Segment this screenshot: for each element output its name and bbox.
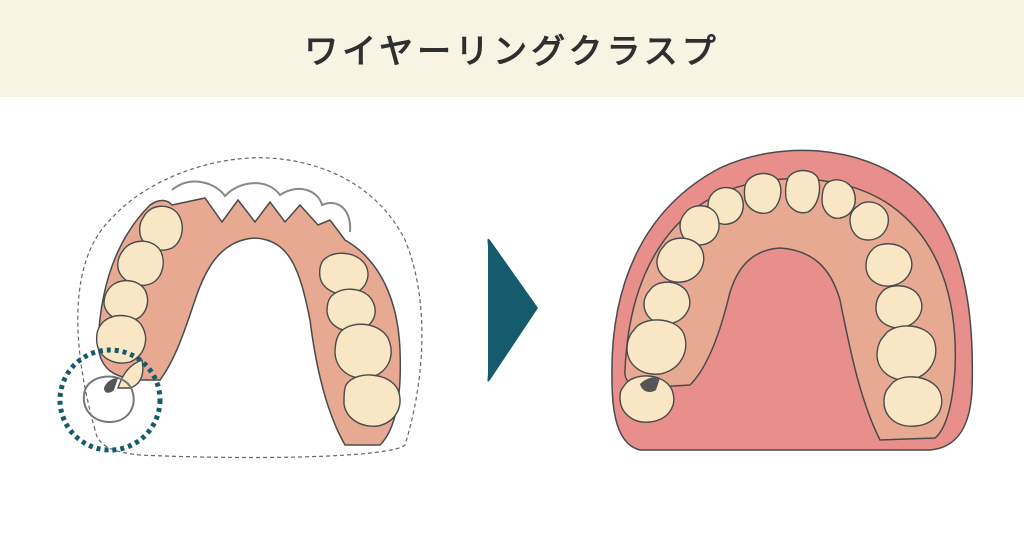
wire-clasp [640,377,660,392]
tooth [849,201,889,241]
partial-denture-illustration [57,157,423,459]
tooth [643,281,691,325]
clasp-highlight-circle [57,347,163,453]
tooth [679,205,720,246]
abutment-tooth-outline [82,375,135,424]
tooth [876,325,937,381]
title-banner: ワイヤーリングクラスプ [0,0,1024,97]
tooth [883,376,943,427]
tooth [875,285,923,329]
tooth [626,319,687,375]
tooth [656,237,705,283]
tooth [334,323,392,379]
page-title: ワイヤーリングクラスプ [304,32,720,72]
denture-comparison-figure [57,149,974,459]
tooth [318,252,369,296]
tooth [95,314,147,364]
missing-teeth-outline [171,180,352,233]
wire-clasp [104,378,118,393]
arch-dashed-outline [77,157,423,459]
tooth [865,243,913,287]
tooth [103,279,149,322]
illustration-stage [0,97,1024,538]
tooth [743,172,782,214]
tooth [821,179,856,219]
tooth [784,169,821,214]
tooth [117,240,164,286]
tooth [343,374,401,427]
gum-arch [624,178,957,441]
arch-teeth [619,169,943,427]
right-triangle-arrow-icon [487,238,538,382]
right-teeth [318,252,401,427]
complete-denture-illustration [611,149,974,451]
tooth [138,205,183,251]
